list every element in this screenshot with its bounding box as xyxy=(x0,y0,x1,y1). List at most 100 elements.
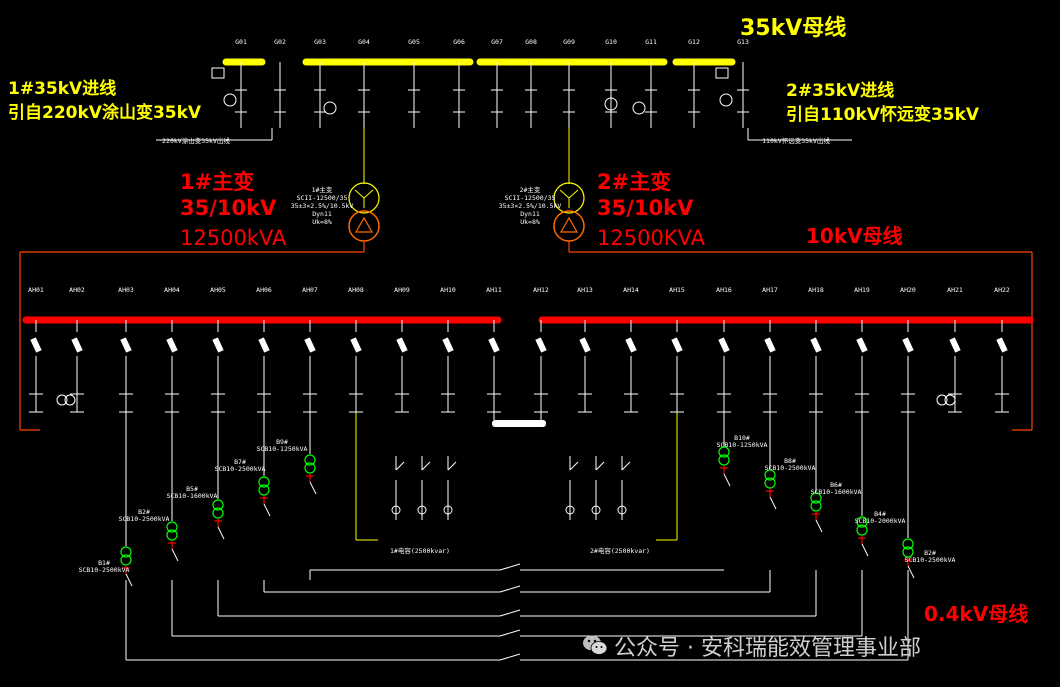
incoming-2-source: 引自110kV怀远变35kV xyxy=(786,105,980,125)
lv-breaker xyxy=(309,481,317,495)
cap-switch-blade xyxy=(569,461,579,471)
pt-symbol xyxy=(719,93,733,107)
tx-name: B6# xyxy=(830,481,842,489)
panel-g-label: G12 xyxy=(688,38,700,46)
pt-symbol xyxy=(632,101,646,115)
transformer-lv-winding xyxy=(348,210,380,242)
capacitor xyxy=(591,505,601,515)
transformer-hv-winding xyxy=(553,182,585,214)
breaker-10kv xyxy=(488,337,500,353)
panel-ah-label: AH21 xyxy=(947,286,963,294)
breaker-10kv xyxy=(212,337,224,353)
breaker-10kv xyxy=(166,337,178,353)
transformer-hv-winding xyxy=(348,182,380,214)
capacitor-bank-1 xyxy=(378,450,470,540)
lv-breaker xyxy=(907,565,915,579)
distribution-transformer-lv xyxy=(166,529,178,541)
lv-tie-switch xyxy=(499,609,521,617)
tx-name: B5# xyxy=(186,485,198,493)
tx-name: B8# xyxy=(784,457,796,465)
transformer-spec: SCII-12500/35 xyxy=(297,194,348,202)
panel-ah-label: AH19 xyxy=(854,286,870,294)
breaker-10kv xyxy=(625,337,637,353)
lv-breaker xyxy=(769,496,777,510)
transformer-spec: 2#主变 xyxy=(520,185,541,194)
tx-name: B10# xyxy=(734,434,750,442)
panel-g-label: G08 xyxy=(525,38,537,46)
pt-10kv xyxy=(936,394,948,406)
lv-breaker xyxy=(861,543,869,557)
breaker-10kv xyxy=(30,337,42,353)
breaker-10kv xyxy=(810,337,822,353)
cap-label-1: 1#电容(2500kvar) xyxy=(390,546,450,555)
transformer-spec: 35±3×2.5%/10.5kV xyxy=(499,202,562,210)
breaker-10kv xyxy=(396,337,408,353)
transformer-spec: 35±3×2.5%/10.5kV xyxy=(291,202,354,210)
panel-ah-label: AH06 xyxy=(256,286,272,294)
breaker-10kv xyxy=(671,337,683,353)
lv-tie-switch xyxy=(499,563,521,571)
transformer-1-name: 1#主变 xyxy=(180,170,255,194)
panel-ah-label: AH10 xyxy=(440,286,456,294)
panel-g-label: G11 xyxy=(645,38,657,46)
distribution-transformer-hv xyxy=(166,521,178,533)
pt-symbol xyxy=(604,97,618,111)
transformer-spec: Uk=8% xyxy=(520,218,540,226)
lv-breaker xyxy=(171,548,179,562)
distribution-transformer-hv xyxy=(764,469,776,481)
panel-ah-label: AH16 xyxy=(716,286,732,294)
cap-switch-blade xyxy=(395,461,405,471)
breaker-10kv xyxy=(579,337,591,353)
pt-10kv xyxy=(64,394,76,406)
breaker-10kv xyxy=(856,337,868,353)
lv-tie-switch xyxy=(499,585,521,593)
line-label-2: 110kV怀远变35kV出线 xyxy=(762,136,830,145)
transformer-spec: 1#主变 xyxy=(312,185,333,194)
lv-tie-switch xyxy=(499,653,521,661)
cap-switch-blade xyxy=(595,461,605,471)
distribution-transformer-lv xyxy=(856,524,868,536)
breaker-10kv xyxy=(442,337,454,353)
panel-g-label: G10 xyxy=(605,38,617,46)
panel-ah-label: AH08 xyxy=(348,286,364,294)
distribution-transformer-hv xyxy=(212,499,224,511)
lv-breaker xyxy=(815,519,823,533)
wye-leg xyxy=(363,189,374,199)
lv-breaker xyxy=(125,573,133,587)
distribution-transformer-hv xyxy=(810,492,822,504)
panel-ah-label: AH12 xyxy=(533,286,549,294)
lv-tie-switch xyxy=(499,629,521,637)
panel-g-label: G01 xyxy=(235,38,247,46)
panel-ah-label: AH07 xyxy=(302,286,318,294)
bus-10kv-label: 10kV母线 xyxy=(806,224,903,248)
transformer-1-capacity: 12500kVA xyxy=(180,226,287,250)
bus-0.4kv-label: 0.4kV母线 xyxy=(924,602,1029,626)
tx-spec: SCB10-1250kVA xyxy=(257,445,308,453)
pt-symbol xyxy=(323,101,337,115)
incoming-2-title: 2#35kV进线 xyxy=(786,81,895,101)
panel-ah-label: AH11 xyxy=(486,286,502,294)
incoming-1-title: 1#35kV进线 xyxy=(8,79,117,99)
wye-leg xyxy=(559,189,570,199)
wye-leg xyxy=(568,189,579,199)
distribution-transformer-hv xyxy=(304,454,316,466)
breaker-10kv xyxy=(258,337,270,353)
transformer-spec: SCII-12500/35 xyxy=(505,194,556,202)
meter-box xyxy=(715,67,729,79)
incoming-1-source: 引自220kV涂山变35kV xyxy=(8,103,202,123)
panel-ah-label: AH13 xyxy=(577,286,593,294)
lv-breaker xyxy=(723,473,731,487)
tx-spec: SCB10-2500kVA xyxy=(215,465,266,473)
panel-g-label: G09 xyxy=(563,38,575,46)
panel-ah-label: AH15 xyxy=(669,286,685,294)
delta-symbol xyxy=(354,216,374,233)
transformer-spec: Dyn11 xyxy=(520,210,540,218)
tx-spec: SCB10-2000kVA xyxy=(855,517,906,525)
tx-name: B9# xyxy=(276,438,288,446)
lv-breaker xyxy=(263,503,271,517)
bus-35kv-label: 35kV母线 xyxy=(740,16,847,41)
panel-g-label: G05 xyxy=(408,38,420,46)
tx-spec: SCB10-2500kVA xyxy=(119,515,170,523)
